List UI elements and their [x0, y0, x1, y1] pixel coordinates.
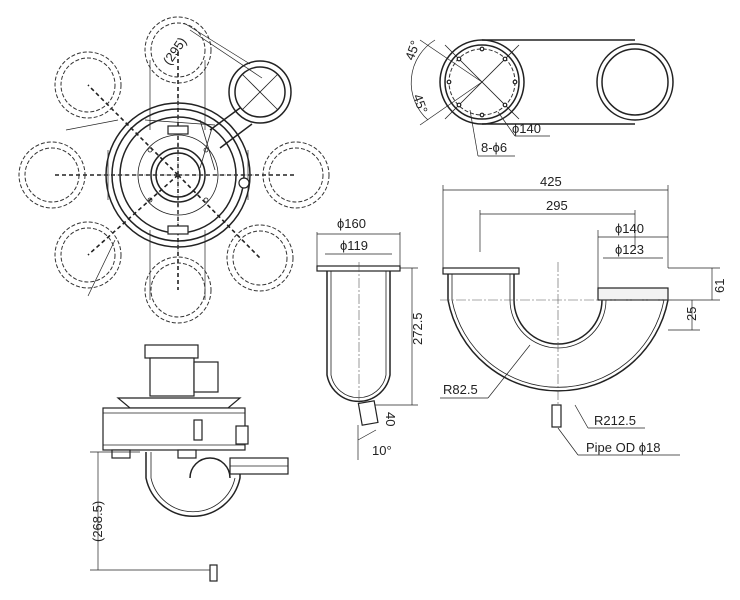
flange-angle-dims: 45° 45° — [402, 39, 483, 126]
u-pipe-width-425: 425 — [540, 174, 562, 189]
angle-45-top: 45° — [402, 39, 423, 63]
flange-plate — [439, 39, 525, 125]
dim-295-paren: (295) — [160, 34, 190, 67]
elbow-angle-10: 10° — [372, 443, 392, 458]
ghost-position-top — [144, 16, 212, 84]
u-pipe-top-dims: 425 295 ϕ140 ϕ123 — [442, 174, 669, 288]
overall-height-dim: (268.5) — [90, 451, 210, 571]
u-pipe-radius-212-5: R212.5 — [594, 413, 636, 428]
u-pipe-body — [440, 262, 672, 428]
front-elevation-view: (268.5) — [90, 344, 289, 582]
plan-view-positions: (295) — [18, 16, 330, 324]
main-body-plan — [100, 98, 256, 252]
ghost-position-right — [262, 141, 330, 209]
elbow-body: 40 10° — [316, 262, 401, 460]
position-rays — [52, 50, 296, 290]
u-duct-front — [145, 452, 289, 582]
ghost-position-upper-left — [54, 51, 122, 119]
u-pipe-height-25: 25 — [684, 307, 699, 321]
active-duct-position — [209, 60, 292, 149]
u-pipe-side-view: 425 295 ϕ140 ϕ123 61 25 — [440, 174, 727, 456]
elbow-diameter-119: ϕ119 — [340, 238, 368, 253]
flange-detail-view: 45° 45° ϕ14 — [402, 39, 674, 157]
u-pipe-right-dims: 61 25 — [668, 267, 727, 331]
u-pipe-diameter-123: ϕ123 — [615, 242, 644, 257]
elbow-length-40: 40 — [383, 412, 398, 426]
elbow-height-272-5: 272.5 — [410, 312, 425, 345]
u-pipe-radius-82-5: R82.5 — [443, 382, 478, 397]
flange-leaders: ϕ140 8-ϕ6 — [469, 109, 550, 157]
flange-diameter-140: ϕ140 — [512, 121, 541, 136]
u-pipe-height-61: 61 — [712, 279, 727, 293]
elbow-side-view: ϕ160 ϕ119 272.5 40 10° — [316, 216, 425, 460]
ghost-position-lower-right — [226, 224, 294, 292]
overall-height-268-5: (268.5) — [90, 501, 105, 542]
angle-45-bottom: 45° — [410, 92, 431, 116]
ghost-position-bottom — [144, 256, 212, 324]
ghost-position-left — [18, 141, 86, 209]
motor-block — [116, 344, 242, 409]
u-pipe-leaders: R82.5 R212.5 Pipe OD ϕ18 — [440, 344, 680, 456]
u-pipe-diameter-140: ϕ140 — [615, 221, 644, 236]
u-pipe-width-295: 295 — [546, 198, 568, 213]
flange-holes-8-6: 8-ϕ6 — [481, 140, 507, 155]
ghost-position-lower-left — [54, 221, 122, 289]
main-housing — [102, 407, 249, 459]
pipe-od-label: Pipe OD ϕ18 — [586, 440, 660, 455]
elbow-dims: ϕ160 ϕ119 272.5 — [316, 216, 425, 406]
connected-duct — [482, 39, 674, 125]
elbow-diameter-160: ϕ160 — [337, 216, 366, 231]
